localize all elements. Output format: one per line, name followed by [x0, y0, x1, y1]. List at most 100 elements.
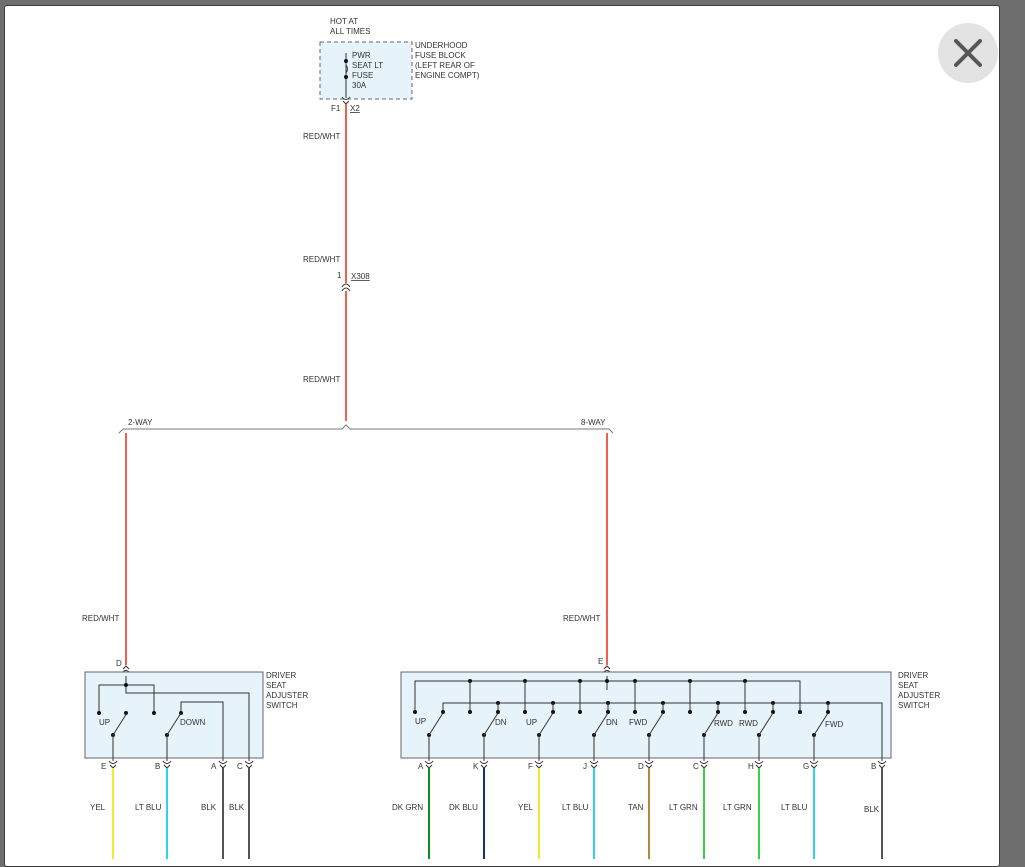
- fuse-block-label: ENGINE COMPT): [415, 71, 480, 80]
- branch-right-label: 8-WAY: [581, 418, 606, 427]
- close-icon: [954, 39, 982, 67]
- switch-left-box: [84, 671, 264, 759]
- contact-dot: [688, 710, 692, 714]
- switch-left-bus: [180, 701, 224, 761]
- wire-label: RED/WHT: [303, 255, 340, 264]
- contact-dot: [716, 710, 720, 714]
- wire-label: TAN: [628, 803, 644, 812]
- switch-right-pin-letter: A: [418, 762, 424, 771]
- switch-left-output-pin: [163, 764, 171, 769]
- inline-connector: [341, 287, 351, 292]
- switch-contact: [538, 712, 554, 736]
- switch-right-pin-letter: D: [638, 762, 644, 771]
- switch-left-output-pin: [108, 760, 118, 764]
- switch-right-output-pin: [424, 760, 434, 764]
- wire-label: RED/WHT: [563, 614, 600, 623]
- fuse-symbol: [345, 64, 348, 74]
- fuse-pin-label: F1: [331, 104, 341, 113]
- switch-right-output-pin: [700, 764, 708, 769]
- junction-dot: [124, 683, 128, 687]
- switch-left-output-pin: [218, 760, 228, 764]
- switch-right-output-pin: [480, 764, 488, 769]
- junction-dot: [152, 711, 156, 715]
- switch-right-output-pin: [699, 760, 709, 764]
- switch-right-name: SEAT: [898, 681, 918, 690]
- fuse-label: 30A: [352, 81, 367, 90]
- wire-label: DK BLU: [449, 803, 478, 812]
- switch-right-input-connector: [603, 665, 611, 670]
- switch-left-output-pin: [245, 764, 253, 769]
- switch-right-label: UP: [526, 718, 537, 727]
- switch-right-output-pin: [590, 764, 598, 769]
- switch-right-output-pin: [479, 760, 489, 764]
- switch-right-input-pin: E: [598, 657, 603, 666]
- contact-dot: [661, 710, 665, 714]
- wire-label: RED/WHT: [82, 614, 119, 623]
- switch-contact: [428, 712, 444, 736]
- switch-right-label: RWD: [739, 719, 758, 728]
- switch-right-pin-letter: F: [528, 762, 533, 771]
- switch-left-label: DOWN: [180, 718, 206, 727]
- contact-dot: [496, 710, 500, 714]
- wire-label: BLK: [229, 803, 245, 812]
- fuse-terminal: [344, 75, 348, 79]
- inline-connector-pin: 1: [337, 271, 342, 280]
- branch-bracket: [118, 424, 614, 434]
- fuse-connector-label: X2: [350, 104, 360, 113]
- switch-left-output-pin: [162, 760, 172, 764]
- switch-left-name: SWITCH: [266, 701, 298, 710]
- switch-right-output-pin: [535, 764, 543, 769]
- fuse-block-label: (LEFT REAR OF: [415, 61, 475, 70]
- switch-left-name: SEAT: [266, 681, 286, 690]
- contact-dot: [743, 710, 747, 714]
- switch-right-output-pin: [877, 760, 887, 764]
- contact-dot: [413, 710, 417, 714]
- switch-left-pin-letter: E: [101, 762, 106, 771]
- contact-dot: [523, 710, 527, 714]
- wire-label: YEL: [90, 803, 106, 812]
- contact-dot: [578, 710, 582, 714]
- inline-connector: [341, 283, 351, 288]
- switch-right-name: DRIVER: [898, 671, 928, 680]
- switch-left-pin-letter: C: [237, 762, 243, 771]
- wire-label: LT BLU: [781, 803, 808, 812]
- switch-right-output-pin: [644, 760, 654, 764]
- switch-right-output-pin: [589, 760, 599, 764]
- wire-label: LT BLU: [135, 803, 162, 812]
- fuse-block-label: FUSE BLOCK: [415, 51, 466, 60]
- wire-label: RED/WHT: [303, 375, 340, 384]
- switch-right-pin-letter: G: [803, 762, 809, 771]
- switch-contact: [758, 712, 774, 736]
- switch-left-pin-letter: B: [155, 762, 160, 771]
- contact-dot: [468, 710, 472, 714]
- bus-junction: [605, 679, 609, 683]
- switch-left-pin-letter: A: [211, 762, 217, 771]
- switch-right-label: UP: [415, 717, 426, 726]
- contact-dot: [551, 710, 555, 714]
- switch-right-label: DN: [606, 718, 618, 727]
- switch-right-name: SWITCH: [898, 701, 930, 710]
- close-button[interactable]: [938, 23, 998, 83]
- switch-right-output-pin: [645, 764, 653, 769]
- fuse-terminal: [344, 59, 348, 63]
- wire-label: DK GRN: [392, 803, 423, 812]
- switch-right-pin-letter: C: [693, 762, 699, 771]
- switch-left-name: DRIVER: [266, 671, 296, 680]
- switch-contact: [593, 712, 609, 736]
- switch-right-name: ADJUSTER: [898, 691, 940, 700]
- wire-label: LT GRN: [723, 803, 752, 812]
- switch-right-box: [400, 671, 892, 759]
- fuse-label: SEAT LT: [352, 61, 383, 70]
- fuse-output-pin: [341, 96, 351, 100]
- hot-at-label: ALL TIMES: [330, 27, 370, 36]
- junction-dot: [97, 711, 101, 715]
- switch-contact: [112, 712, 128, 736]
- switch-contact: [166, 712, 182, 736]
- window-edge: [1000, 0, 1025, 853]
- wire-label: BLK: [201, 803, 217, 812]
- switch-right-label: FWD: [629, 718, 647, 727]
- switch-contact: [813, 712, 829, 736]
- switch-right-pin-letter: J: [583, 762, 587, 771]
- switch-left-output-pin: [219, 764, 227, 769]
